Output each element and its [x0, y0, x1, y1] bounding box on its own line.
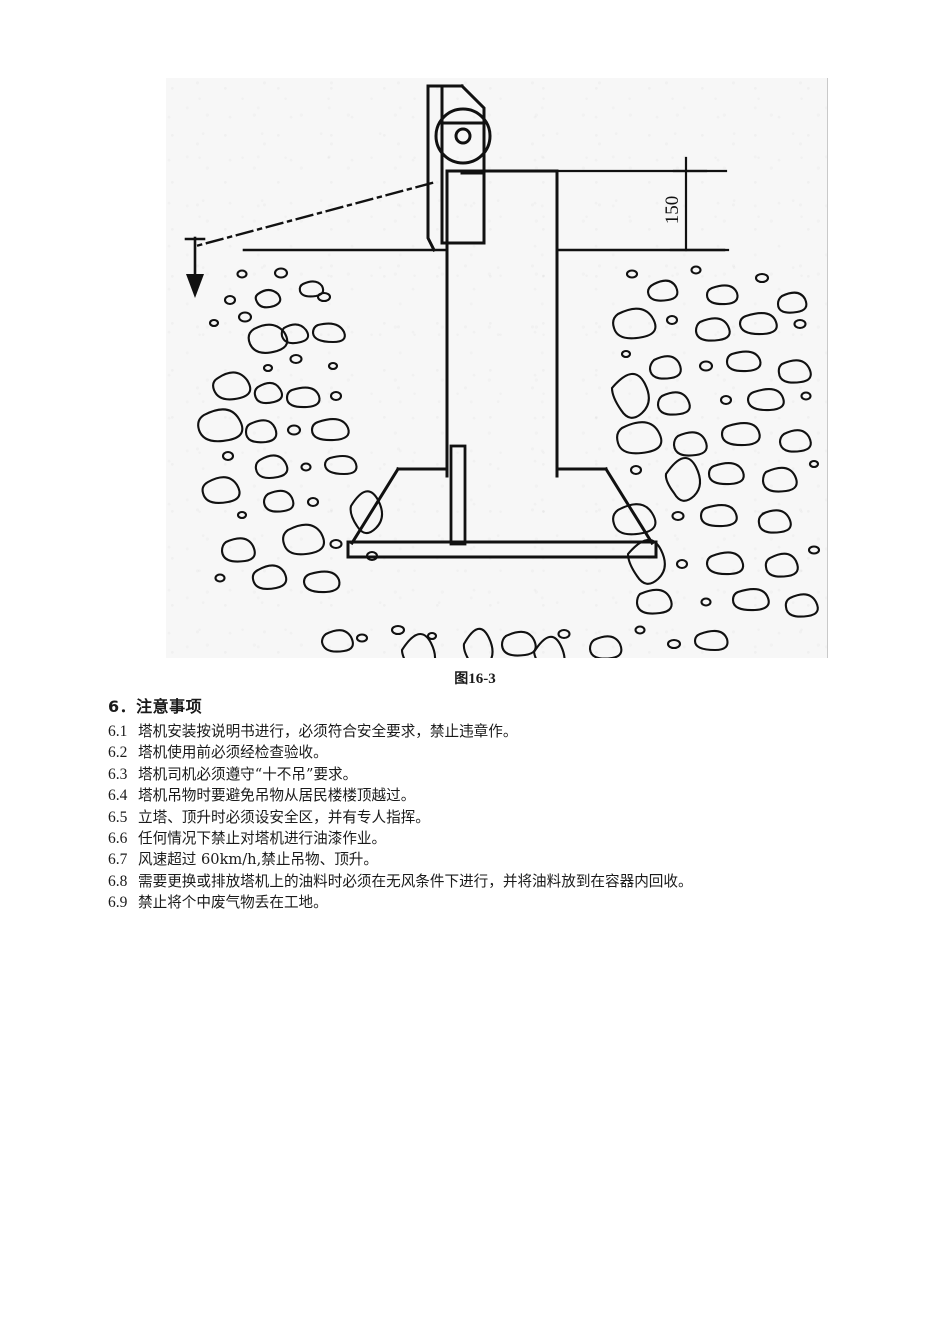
note-item: 6.4 塔机吊物时要避免吊物从居民楼楼顶越过。	[108, 785, 928, 806]
notes-heading-number: 6．	[108, 697, 137, 716]
note-number: 6.7	[108, 851, 128, 869]
note-text: 风速超过 60km/h,禁止吊物、顶升。	[138, 851, 378, 869]
note-item: 6.1 塔机安装按说明书进行，必须符合安全要求，禁止违章作。	[108, 721, 928, 742]
note-number: 6.5	[108, 808, 128, 826]
figure-block: 150 图16-3	[0, 78, 950, 688]
note-text: 任何情况下禁止对塔机进行油漆作业。	[138, 830, 387, 848]
note-text: 塔机司机必须遵守“十不吊”要求。	[138, 765, 358, 783]
figure-caption: 图16-3	[0, 668, 950, 688]
pulley-wheel	[434, 107, 492, 165]
note-text: 塔机使用前必须经检查验收。	[138, 744, 328, 762]
arrow-head	[186, 274, 204, 298]
note-text: 立塔、顶升时必须设安全区，并有专人指挥。	[138, 808, 430, 826]
note-text: 禁止将个中废气物丢在工地。	[138, 894, 328, 912]
notes-heading: 6．注意事项	[108, 694, 928, 719]
tower-crane-foundation-diagram: 150	[184, 83, 821, 658]
note-item: 6.6 任何情况下禁止对塔机进行油漆作业。	[108, 828, 928, 849]
note-number: 6.9	[108, 894, 128, 912]
figure-caption-prefix: 图	[454, 671, 469, 687]
note-number: 6.4	[108, 787, 128, 805]
note-number: 6.1	[108, 723, 128, 740]
dimension-label-150: 150	[662, 196, 683, 225]
foundation-pad	[346, 466, 658, 559]
reference-dashdot-line	[194, 181, 434, 248]
note-item: 6.5 立塔、顶升时必须设安全区，并有专人指挥。	[108, 807, 928, 828]
anchor-rib	[449, 444, 467, 546]
note-text: 塔机安装按说明书进行，必须符合安全要求，禁止违章作。	[138, 723, 518, 740]
figure-caption-number: 16-3	[468, 671, 496, 687]
note-text: 塔机吊物时要避免吊物从居民楼楼顶越过。	[138, 787, 416, 805]
dimension-150-leader	[556, 156, 730, 252]
figure-scan-image: 150	[166, 78, 828, 658]
note-item: 6.9 禁止将个中废气物丢在工地。	[108, 892, 928, 913]
note-item: 6.7 风速超过 60km/h,禁止吊物、顶升。	[108, 849, 928, 870]
note-item: 6.2 塔机使用前必须经检查验收。	[108, 742, 928, 763]
note-number: 6.8	[108, 872, 128, 890]
notes-heading-title: 注意事项	[136, 697, 203, 716]
tower-mast	[426, 83, 559, 478]
soil-gravel-hatching	[197, 265, 821, 658]
note-text: 需要更换或排放塔机上的油料时必须在无风条件下进行，并将油料放到在容器内回收。	[138, 872, 693, 890]
note-number: 6.2	[108, 744, 128, 762]
notes-section: 6．注意事项 6.1 塔机安装按说明书进行，必须符合安全要求，禁止违章作。 6.2…	[108, 694, 928, 914]
note-item: 6.8 需要更换或排放塔机上的油料时必须在无风条件下进行，并将油料放到在容器内回收…	[108, 871, 928, 892]
note-number: 6.6	[108, 830, 128, 848]
note-item: 6.3 塔机司机必须遵守“十不吊”要求。	[108, 764, 928, 785]
note-number: 6.3	[108, 765, 128, 783]
